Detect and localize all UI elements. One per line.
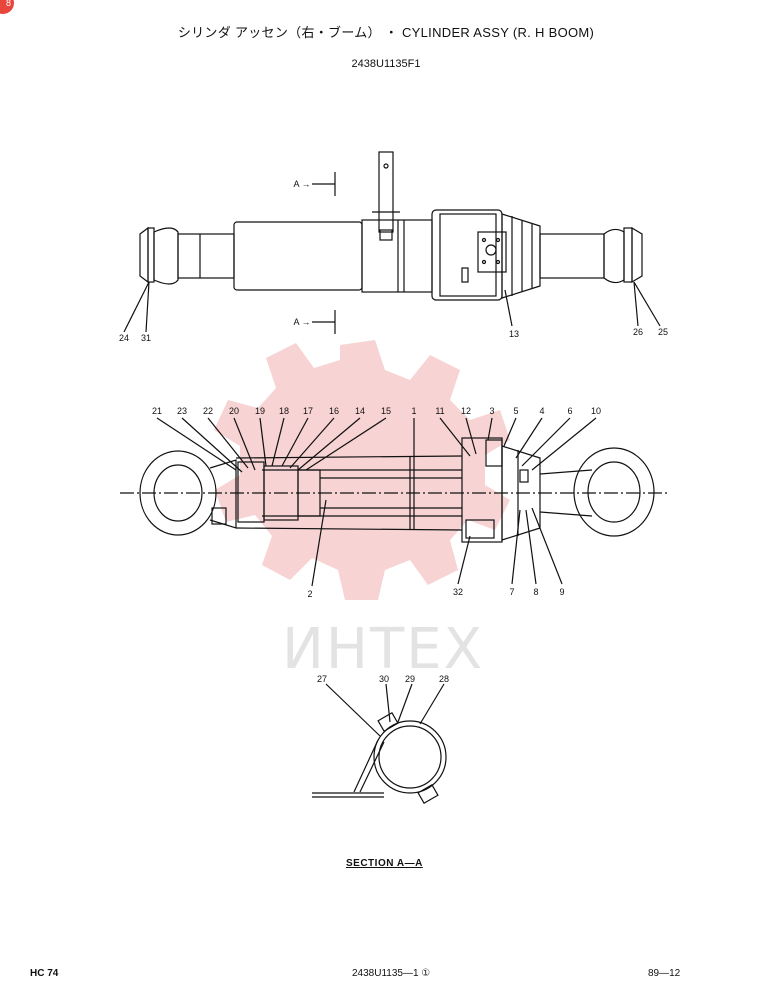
callout-19: 19 — [255, 406, 265, 416]
part-number: 2438U1135F1 — [351, 58, 421, 70]
callout-16: 16 — [329, 406, 339, 416]
callout-15: 15 — [381, 406, 391, 416]
callout-24: 24 — [119, 333, 129, 343]
callout-4: 4 — [539, 406, 544, 416]
watermark-text: ИНТЕХ — [282, 617, 484, 682]
middle-section-cylinder — [120, 417, 670, 587]
callout-23: 23 — [177, 406, 187, 416]
callout-26: 26 — [633, 327, 643, 337]
section-marker-bottom: A → — [293, 317, 310, 327]
callout-20: 20 — [229, 406, 239, 416]
callout-22: 22 — [203, 406, 213, 416]
callout-8: 8 — [533, 587, 538, 597]
callout-9: 9 — [559, 587, 564, 597]
section-a-a-clamp — [312, 683, 447, 805]
callout-2: 2 — [307, 589, 312, 599]
callout-1: 1 — [411, 406, 416, 416]
drawing-title: シリンダ アッセン（右・ブーム） ・ CYLINDER ASSY (R. H B… — [177, 25, 595, 40]
callout-21: 21 — [152, 406, 162, 416]
callout-29: 29 — [405, 674, 415, 684]
callout-32: 32 — [453, 587, 463, 597]
callout-6: 6 — [567, 406, 572, 416]
callout-10: 10 — [591, 406, 601, 416]
callout-17: 17 — [303, 406, 313, 416]
callout-18: 18 — [279, 406, 289, 416]
callout-27: 27 — [317, 674, 327, 684]
callout-13: 13 — [509, 329, 519, 339]
callout-5: 5 — [513, 406, 518, 416]
callout-30: 30 — [379, 674, 389, 684]
callout-12: 12 — [461, 406, 471, 416]
callout-11: 11 — [435, 406, 444, 416]
footer-page-number: 89—12 — [648, 968, 681, 979]
callout-25: 25 — [658, 327, 668, 337]
callout-7: 7 — [509, 587, 514, 597]
callout-28: 28 — [439, 674, 449, 684]
footer-drawing-ref: 2438U1135—1 ① — [352, 968, 431, 979]
top-view-cylinder — [123, 151, 661, 334]
callout-3: 3 — [489, 406, 494, 416]
footer-model: HC 74 — [30, 968, 59, 979]
corner-badge: 8 — [0, 0, 14, 14]
section-title: SECTION A—A — [346, 858, 423, 869]
callout-14: 14 — [355, 406, 365, 416]
callout-31: 31 — [141, 333, 151, 343]
section-marker-top: A → — [293, 179, 310, 189]
